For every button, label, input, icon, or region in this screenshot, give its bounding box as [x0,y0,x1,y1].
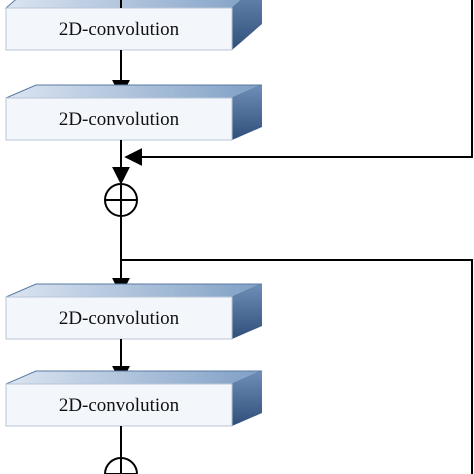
conv-block-3-side [232,284,262,339]
conv-block-3: 2D-convolution [5,283,263,340]
conv-block-2-label: 2D-convolution [59,109,180,130]
skip-connection-1 [124,0,473,166]
conv-block-4-label: 2D-convolution [59,395,180,416]
conv-block-2-front [5,97,233,141]
conv-block-4: 2D-convolution [5,370,263,427]
conv-block-1-label: 2D-convolution [59,19,180,40]
conv-block-1-front [5,7,233,51]
conv-block-4-side [232,371,262,426]
conv-block-3-front [5,296,233,340]
conv-block-1-side [232,0,262,50]
conv-block-2-top [5,84,263,99]
conv-block-4-top [5,370,263,385]
conv-block-1-top [4,0,242,9]
skip-connection-2 [121,259,473,474]
conv-block-2: 2D-convolution [5,84,263,141]
adder-1 [104,183,138,217]
conv-block-3-label: 2D-convolution [59,308,180,329]
conv-block-1: 2D-convolution [4,0,262,51]
conv-block-3-top [5,283,263,298]
conv-block-4-front [5,383,233,427]
adder-2 [104,457,138,474]
conv-block-2-side [232,85,262,140]
